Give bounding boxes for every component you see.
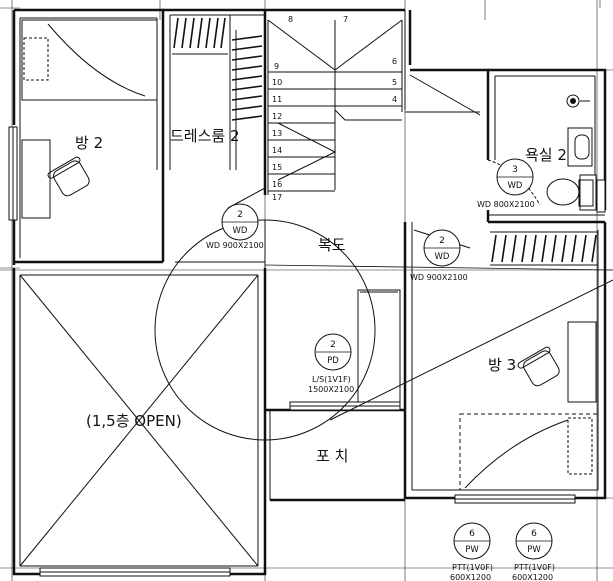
- stair-num: 10: [272, 78, 282, 87]
- window-spec: PTT(1V0F): [452, 563, 493, 572]
- bath-label: 욕실 2: [525, 146, 567, 164]
- svg-text:3: 3: [512, 165, 518, 175]
- bath-fixtures: [546, 94, 594, 207]
- window-spec: PTT(1V0F): [514, 563, 555, 572]
- door-tag: 3 WD WD 800X2100: [477, 158, 535, 209]
- room3-furniture: [459, 321, 599, 491]
- dressroom-shelves: [172, 17, 263, 170]
- open-area-label: (1,5층 OPEN): [86, 412, 182, 430]
- stair-num: 16: [272, 180, 282, 189]
- room3-label: 방 3: [488, 356, 516, 374]
- stair-num: 12: [272, 112, 282, 121]
- svg-text:PW: PW: [527, 545, 541, 555]
- svg-text:PD: PD: [327, 356, 339, 366]
- svg-text:2: 2: [330, 340, 336, 350]
- stair-num: 8: [288, 15, 293, 24]
- room2-label: 방 2: [75, 134, 103, 152]
- svg-text:6: 6: [469, 529, 475, 539]
- door-tag: 2 WD WD 900X2100: [410, 229, 468, 282]
- svg-text:PW: PW: [465, 545, 479, 555]
- door-spec: WD 900X2100: [206, 241, 264, 250]
- room3-wardrobe: [490, 231, 598, 266]
- corridor-elements: [154, 159, 613, 441]
- window-spec: 600X1200: [450, 573, 491, 581]
- door-tag: 2 PD L/S(1V1F) 1500X2100: [308, 333, 354, 394]
- porch-label: 포 치: [316, 447, 348, 465]
- window-tag: 6 PW PTT(1V0F) 600X1200: [450, 522, 493, 581]
- svg-text:WD: WD: [233, 226, 248, 236]
- stair-num: 11: [272, 95, 282, 104]
- door-tag: 2 WD WD 900X2100: [206, 203, 264, 250]
- svg-text:WD: WD: [435, 252, 450, 262]
- stair-num: 15: [272, 163, 282, 172]
- window-tag: 6 PW PTT(1V0F) 600X1200: [512, 522, 555, 581]
- door-spec: 1500X2100: [308, 385, 354, 394]
- stair-num: 17: [272, 193, 282, 202]
- stair-num: 5: [392, 78, 397, 87]
- dressroom-label: 드레스룸 2: [170, 127, 240, 145]
- stair-num: 13: [272, 129, 282, 138]
- door-spec: WD 800X2100: [477, 200, 535, 209]
- room2-furniture: [21, 19, 158, 219]
- open-area-cross: [19, 274, 259, 567]
- stair-num: 4: [392, 95, 397, 104]
- corridor-label: 복도: [318, 236, 346, 254]
- stair-num: 14: [272, 146, 282, 155]
- stair-numbers: 8 9 10 11 12 13 14 15 16 17 7 6 5 4: [272, 15, 397, 202]
- door-spec: WD 900X2100: [410, 273, 468, 282]
- svg-text:2: 2: [237, 210, 243, 220]
- window-spec: 600X1200: [512, 573, 553, 581]
- staircase: [267, 19, 481, 195]
- stair-num: 6: [392, 57, 397, 66]
- svg-text:WD: WD: [508, 181, 523, 191]
- svg-text:2: 2: [439, 236, 445, 246]
- svg-text:6: 6: [531, 529, 537, 539]
- stair-num: 7: [343, 15, 348, 24]
- walls: [12, 8, 607, 576]
- door-spec: L/S(1V1F): [312, 375, 351, 384]
- stair-num: 9: [274, 62, 279, 71]
